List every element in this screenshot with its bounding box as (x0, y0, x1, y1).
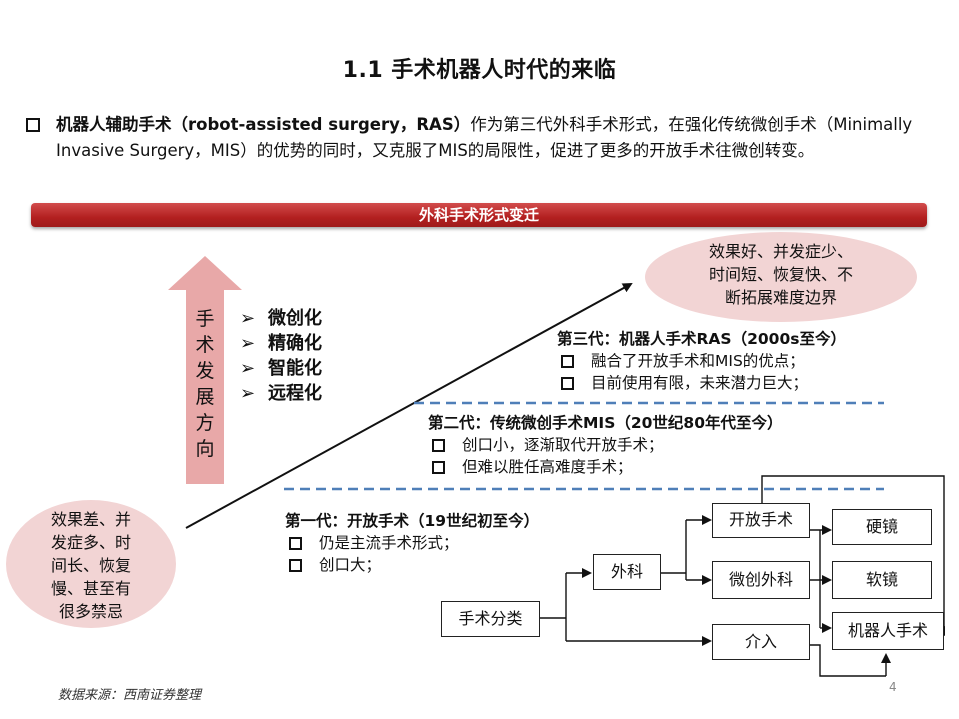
direction-arrow-icon (168, 256, 242, 484)
generation-item: 仍是主流手术形式； (285, 532, 539, 554)
tree-node-soft-scope: 软镜 (832, 561, 932, 599)
arrow-bullet-icon: ➢ (240, 308, 256, 329)
tree-node-root: 手术分类 (441, 601, 540, 637)
tree-node-surgery: 外科 (593, 554, 661, 590)
generation-item: 目前使用有限，未来潜力巨大； (557, 372, 846, 394)
direction-item: ➢ 微创化 (240, 306, 322, 331)
generation-heading: 第一代：开放手术（19世纪初至今） (285, 512, 540, 530)
generation-item: 创口大； (285, 554, 539, 576)
bubble-positive-line: 时间短、恢复快、不 (708, 265, 853, 284)
intro-bold: 机器人辅助手术（robot-assisted surgery，RAS） (56, 115, 471, 134)
bubble-negative: 效果差、并 发症多、时 间长、恢复 慢、甚至有 很多禁忌 (6, 500, 176, 628)
tree-node-mis: 微创外科 (712, 561, 810, 599)
bubble-positive-line: 效果好、并发症少、 (708, 242, 853, 261)
generation-first: 第一代：开放手术（19世纪初至今） 仍是主流手术形式； 创口大； (285, 510, 539, 576)
timeline-arrow (185, 283, 633, 529)
intro-paragraph: 机器人辅助手术（robot-assisted surgery，RAS）作为第三代… (26, 112, 946, 164)
generation-third: 第三代：机器人手术RAS（2000s至今） 融合了开放手术和MIS的优点； 目前… (557, 328, 846, 394)
direction-item-label: 微创化 (268, 308, 322, 329)
generation-heading: 第二代：传统微创手术MIS（20世纪80年代至今） (428, 414, 783, 432)
direction-char: 方 (195, 412, 215, 434)
tree-node-robotic-surgery: 机器人手术 (832, 612, 944, 650)
checkbox-square-icon (561, 354, 574, 368)
bubble-negative-line: 发症多、时 (50, 533, 131, 552)
direction-char: 发 (195, 360, 215, 382)
checkbox-square-icon (289, 536, 302, 550)
generation-item-text: 创口大； (319, 556, 382, 574)
page-number: 4 (889, 680, 897, 694)
direction-list: ➢ 微创化 ➢ 精确化 ➢ 智能化 ➢ 远程化 (240, 306, 322, 406)
generation-heading: 第三代：机器人手术RAS（2000s至今） (557, 330, 846, 348)
direction-label: 手 术 发 展 方 向 (192, 306, 218, 462)
generation-item: 创口小，逐渐取代开放手术； (428, 434, 783, 456)
arrow-bullet-icon: ➢ (240, 358, 256, 379)
direction-item: ➢ 精确化 (240, 331, 322, 356)
generation-second: 第二代：传统微创手术MIS（20世纪80年代至今） 创口小，逐渐取代开放手术； … (428, 412, 783, 478)
intro-rest: 作为第三代外科手术形式，在强化传统微创手术（Minimally Invasive… (56, 115, 913, 160)
generation-item: 融合了开放手术和MIS的优点； (557, 350, 846, 372)
direction-item-label: 智能化 (268, 358, 322, 379)
direction-item-label: 精确化 (268, 333, 322, 354)
direction-item: ➢ 智能化 (240, 356, 322, 381)
page-title: 1.1 手术机器人时代的来临 (342, 58, 617, 83)
arrow-bullet-icon: ➢ (240, 333, 256, 354)
bubble-positive: 效果好、并发症少、 时间短、恢复快、不 断拓展难度边界 (645, 232, 917, 322)
direction-item-label: 远程化 (268, 383, 322, 404)
arrow-bullet-icon: ➢ (240, 383, 256, 404)
checkbox-square-icon (289, 558, 302, 572)
generation-item-text: 仍是主流手术形式； (319, 534, 459, 552)
direction-char: 术 (195, 334, 215, 356)
bubble-negative-line: 慢、甚至有 (50, 579, 131, 598)
tree-node-rigid-scope: 硬镜 (832, 509, 932, 545)
bubble-positive-line: 断拓展难度边界 (724, 288, 837, 307)
generation-item-text: 目前使用有限，未来潜力巨大； (591, 374, 809, 392)
tree-node-intervention: 介入 (712, 624, 810, 660)
section-banner: 外科手术形式变迁 (31, 203, 927, 227)
bubble-negative-line: 间长、恢复 (50, 556, 131, 575)
bubble-negative-line: 很多禁忌 (58, 602, 123, 621)
source-note: 数据来源：西南证券整理 (58, 688, 202, 703)
bubble-negative-line: 效果差、并 (50, 510, 131, 529)
generation-item-text: 创口小，逐渐取代开放手术； (462, 436, 664, 454)
direction-char: 展 (195, 386, 215, 408)
direction-item: ➢ 远程化 (240, 381, 322, 406)
generation-item-text: 融合了开放手术和MIS的优点； (591, 352, 805, 370)
generation-item: 但难以胜任高难度手术； (428, 456, 783, 478)
direction-char: 向 (195, 438, 215, 460)
tree-node-open-surgery: 开放手术 (712, 503, 810, 538)
checkbox-square-icon (561, 376, 574, 390)
bullet-square-icon (26, 118, 40, 132)
checkbox-square-icon (432, 438, 445, 452)
direction-char: 手 (195, 308, 215, 330)
generation-item-text: 但难以胜任高难度手术； (462, 458, 633, 476)
checkbox-square-icon (432, 460, 445, 474)
